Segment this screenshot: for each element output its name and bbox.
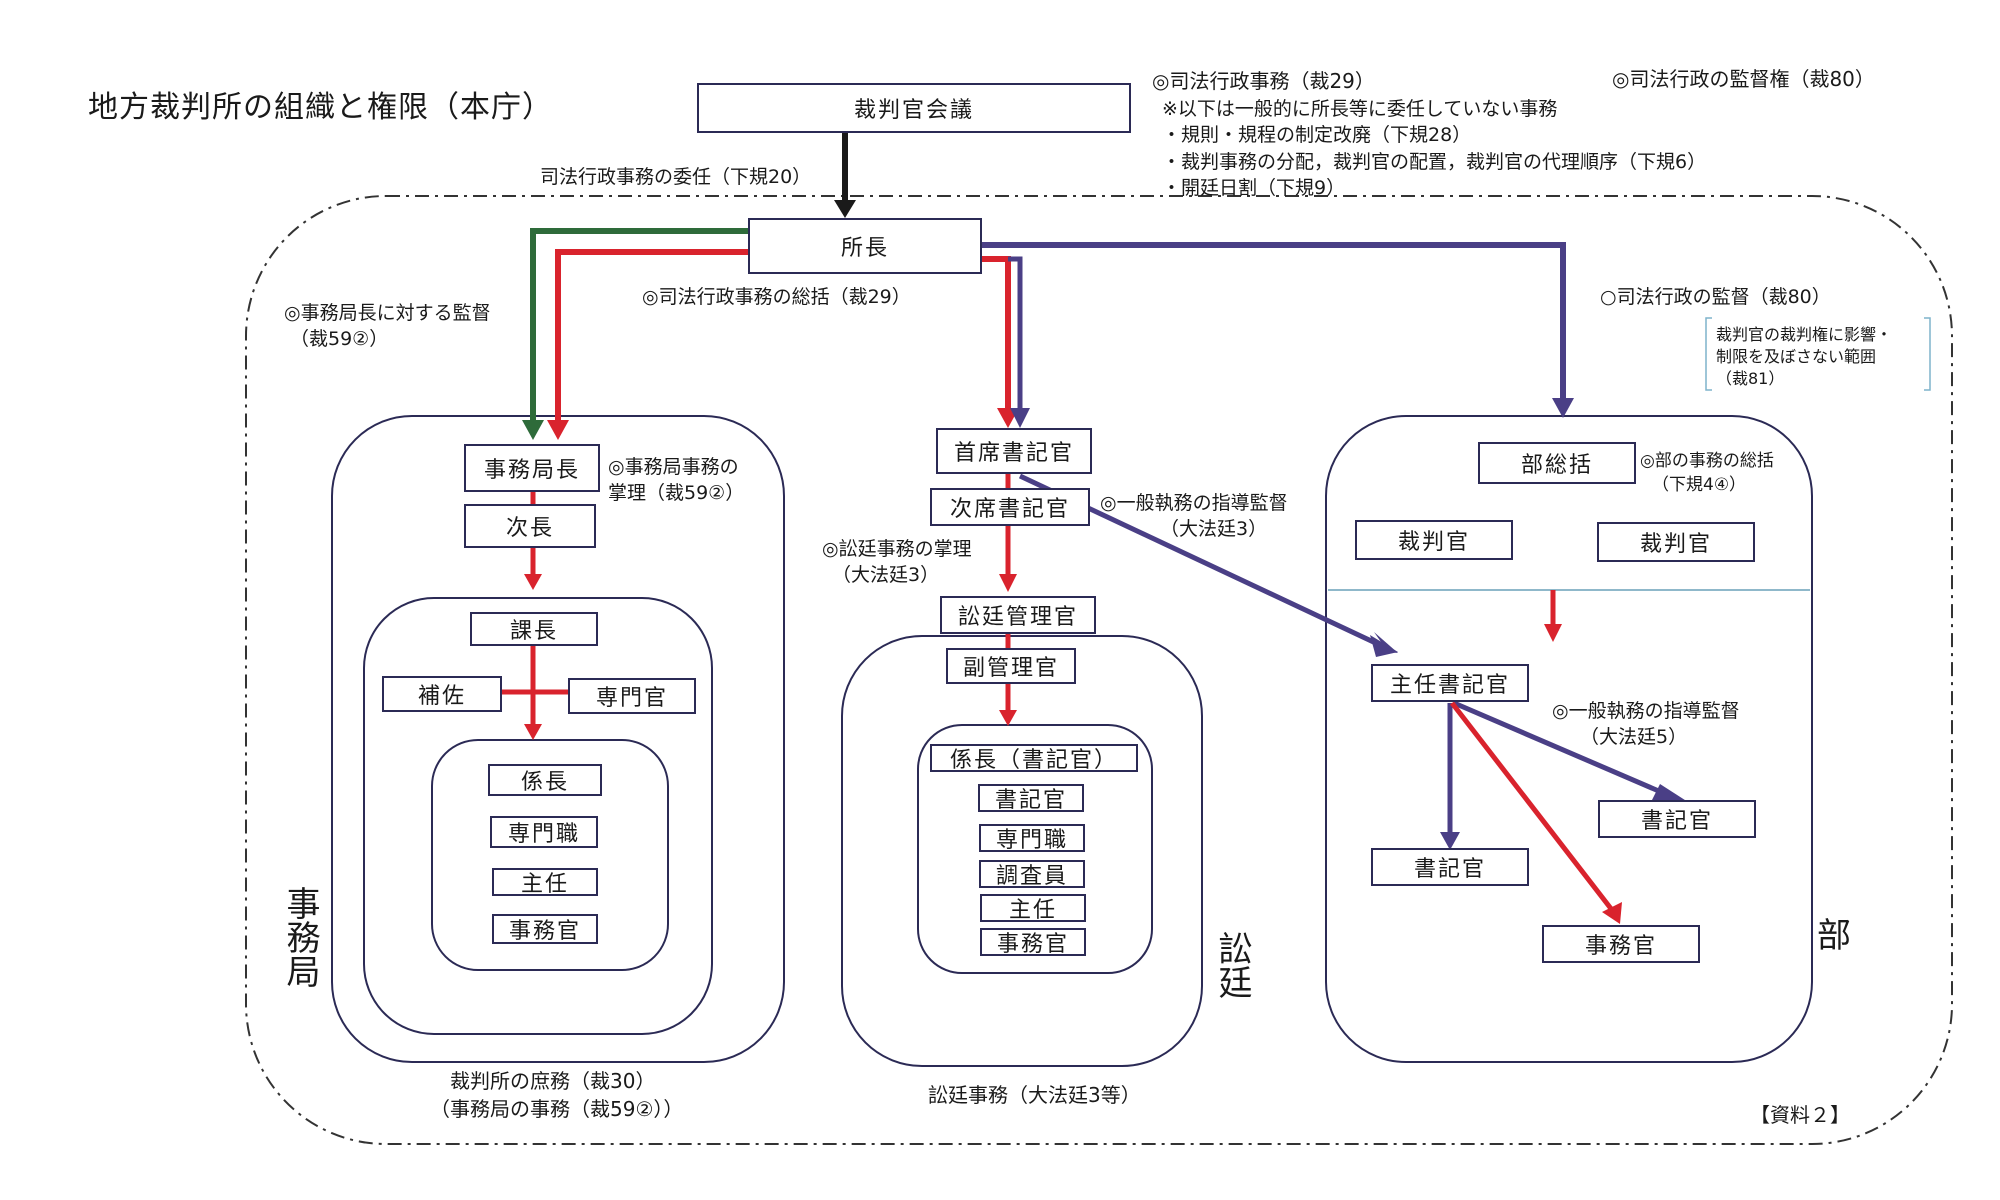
secretariat-footer-ref: （事務局の事務（裁59②）） <box>430 1097 684 1121</box>
clerk-staff-officer: 事務官 <box>980 928 1086 957</box>
purple-to-clerk-right-arrowhead <box>1652 784 1688 802</box>
deputy-manager-arrowhead <box>999 574 1017 592</box>
secretariat-director-box: 事務局長 <box>464 444 600 492</box>
council-box: 裁判官会議 <box>697 83 1131 133</box>
secretariat-footer: 裁判所の庶務（裁30） <box>450 1069 656 1093</box>
judicial-admin-item: ・裁判事務の分配，裁判官の配置，裁判官の代理順序（下規6） <box>1162 151 1707 173</box>
judge-box: 裁判官 <box>1355 520 1513 560</box>
division-clerk-box-left: 書記官 <box>1371 848 1529 886</box>
division-head-note: ◎部の事務の総括 <box>1640 451 1774 471</box>
staff-box-officer: 事務官 <box>492 914 598 944</box>
deputy-manager-box: 副管理官 <box>946 648 1076 684</box>
purple-to-clerk-left-arrowhead <box>1440 832 1460 850</box>
director-note-ref: 掌理（裁59②） <box>608 482 745 504</box>
division-chief-clerk-ref: （大法廷5） <box>1580 726 1688 748</box>
staff-box-chief: 係長 <box>488 764 602 796</box>
deputy-chief-clerk-box: 次席書記官 <box>930 488 1090 526</box>
secretariat-deputy-box: 次長 <box>464 504 596 548</box>
division-chief-clerk-note: ◎一般執務の指導監督 <box>1552 700 1740 722</box>
green-supervision-line <box>530 228 750 420</box>
limit-bracket-left <box>1705 317 1712 391</box>
general-supervision-note: ◎一般執務の指導監督 <box>1100 492 1288 514</box>
division-section-label: 部 <box>1817 916 1851 956</box>
chief-clerk-box: 首席書記官 <box>936 428 1092 474</box>
clerk-staff-clerk: 書記官 <box>978 784 1084 813</box>
division-clerk-box-right: 書記官 <box>1598 800 1756 838</box>
deputy-staff-arrowhead <box>999 710 1017 726</box>
clerk-staff-researcher: 調査員 <box>979 860 1085 889</box>
division-chief-clerk-box: 主任書記官 <box>1371 664 1529 702</box>
court-clerks-section-label: 訟廷 <box>1212 931 1252 999</box>
section-chief-arrowhead <box>524 724 542 740</box>
division-head-ref: （下規4④） <box>1652 475 1747 495</box>
division-supervision-note: ○司法行政の監督（裁80） <box>1600 286 1831 308</box>
director-note: ◎事務局事務の <box>608 456 739 478</box>
secretariat-section-label: 事務局 <box>280 886 320 988</box>
judicial-admin-item: ・規則・規程の制定改廃（下規28） <box>1162 124 1472 146</box>
judicial-admin-heading: ◎司法行政事務（裁29） <box>1152 69 1375 93</box>
assistant-box: 補佐 <box>382 676 502 712</box>
division-officer-box: 事務官 <box>1542 925 1700 963</box>
red-to-officer-arrowhead <box>1602 902 1622 924</box>
judicial-admin-note: ※以下は一般的に所長等に委任していない事務 <box>1162 98 1558 120</box>
court-manager-box: 訟廷管理官 <box>940 596 1096 634</box>
president-general-note: ◎司法行政事務の総括（裁29） <box>642 286 911 308</box>
supervision-right-note: ◎司法行政の監督権（裁80） <box>1612 67 1875 91</box>
judicial-admin-item: ・開廷日割（下規9） <box>1162 177 1346 199</box>
purple-diagonal-arrowhead <box>1374 632 1398 653</box>
general-supervision-ref: （大法廷3） <box>1160 518 1268 540</box>
green-arrowhead <box>522 420 544 440</box>
clerk-staff-specialist: 専門職 <box>979 824 1085 853</box>
division-frame <box>1325 415 1813 1063</box>
secretariat-supervision-note: ◎事務局長に対する監督 <box>284 302 491 324</box>
purple-diagonal-arrowhead-fill <box>1370 635 1398 657</box>
staff-frame <box>431 739 669 971</box>
purple-division-arrowhead <box>1552 398 1574 418</box>
deputy-chief-arrowhead <box>524 574 542 590</box>
division-red-arrowhead <box>1544 624 1562 642</box>
page-title: 地方裁判所の組織と権限（本庁） <box>88 90 553 125</box>
deputy-clerk-ref: （大法廷3） <box>832 564 940 586</box>
section-frame <box>363 597 713 1035</box>
staff-box-specialist: 専門職 <box>490 816 598 848</box>
red-to-officer <box>1450 701 1614 912</box>
section-chief-box: 課長 <box>470 612 598 646</box>
purple-to-clerk-right <box>1453 700 1669 798</box>
court-clerks-frame <box>841 635 1203 1067</box>
clerk-staff-chief: 係長（書記官） <box>930 744 1138 773</box>
red-arrowhead-left <box>547 420 569 440</box>
delegation-arrowhead <box>834 200 856 218</box>
staff-box-senior: 主任 <box>492 868 598 897</box>
division-limit-note: 制限を及ぼさない範囲 <box>1716 347 1877 366</box>
secretariat-supervision-ref: （裁59②） <box>290 328 389 350</box>
clerk-staff-frame <box>917 724 1153 974</box>
division-head-box: 部総括 <box>1478 442 1636 484</box>
clerk-staff-senior: 主任 <box>980 894 1086 923</box>
judge-box: 裁判官 <box>1597 522 1755 562</box>
division-limit-note: 裁判官の裁判権に影響・ <box>1716 325 1893 344</box>
specialist-officer-box: 専門官 <box>568 678 696 714</box>
division-limit-ref: （裁81） <box>1716 369 1785 388</box>
delegation-note: 司法行政事務の委任（下規20） <box>540 166 812 188</box>
purple-line-center <box>982 256 1023 408</box>
main-court-frame <box>245 195 1953 1145</box>
purple-division-line <box>982 242 1566 398</box>
limit-bracket-right <box>1924 317 1931 391</box>
court-clerks-footer: 訟廷事務（大法廷3等） <box>928 1083 1141 1107</box>
president-box: 所長 <box>748 218 982 274</box>
deputy-clerk-note: ◎訟廷事務の掌理 <box>822 538 972 560</box>
red-admin-line-center <box>982 256 1011 408</box>
red-admin-line-left <box>555 249 750 420</box>
document-tag: 【資料２】 <box>1750 1103 1850 1127</box>
purple-arrowhead-center <box>1010 408 1030 428</box>
